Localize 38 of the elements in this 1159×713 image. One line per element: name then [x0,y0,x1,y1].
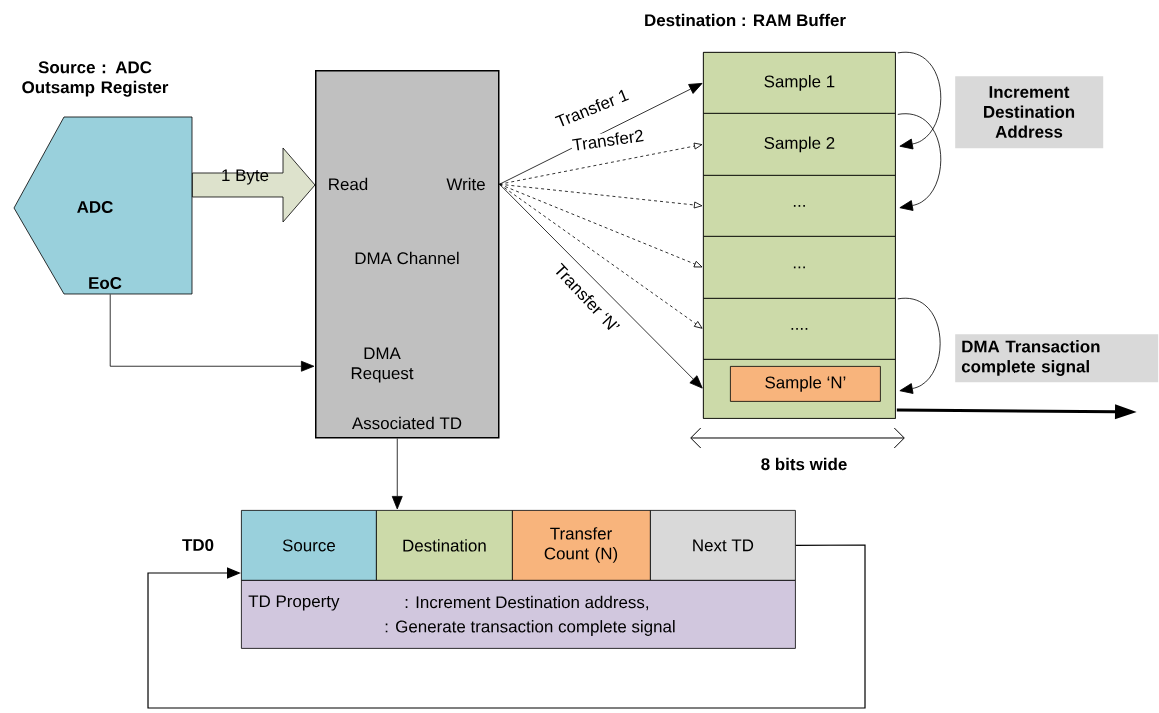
field-label: DMA Channel [355,251,459,265]
field-label: TD Property [248,595,340,611]
field-label: Associated TD [351,416,462,430]
field-label: Read [329,177,368,191]
table-cell: Source [241,510,377,581]
note-box: DMA Transaction complete signal [955,334,1159,383]
curved-arrow [897,113,941,211]
arrow [499,183,703,389]
block-arrow [192,147,316,223]
field-label: ADC [77,201,113,213]
buffer-cell: Sample 1 [703,52,896,114]
buffer-cell: ... [703,175,896,237]
buffer-cell: Sample 2 [703,113,896,176]
arrow [499,183,703,268]
curved-arrow [897,52,941,150]
dimension-label: 8 bits wide [761,457,847,471]
buffer-cell: ... [703,236,896,299]
block-title: Destination : RAM Buffer [645,13,846,27]
sample-box: Sample ‘N’ [730,366,881,402]
field-label: : Generate transaction complete signal [385,620,675,636]
curved-arrow [897,298,941,394]
table-cell: Next TD [650,510,796,581]
note-box: Increment Destination Address [955,76,1104,149]
arrow [147,544,866,709]
field-label: EoC [89,277,122,289]
table-title: TD0 [182,539,214,551]
buffer-cell: .... [703,298,896,360]
arrow [391,438,403,510]
edge-label: 1 Byte [222,169,269,185]
arrow [499,142,703,185]
field-label: Transfer Count (N) [544,527,618,563]
field-label: : Increment Destination address, [405,595,649,611]
table-cell: Destination [376,510,513,581]
block-title: Source : ADC Outsamp Register [22,61,169,97]
field-label: DMA Request [351,347,414,383]
field-label: Write [446,177,485,191]
arrow [109,294,315,372]
edge-label: Transfer2 [570,127,646,153]
